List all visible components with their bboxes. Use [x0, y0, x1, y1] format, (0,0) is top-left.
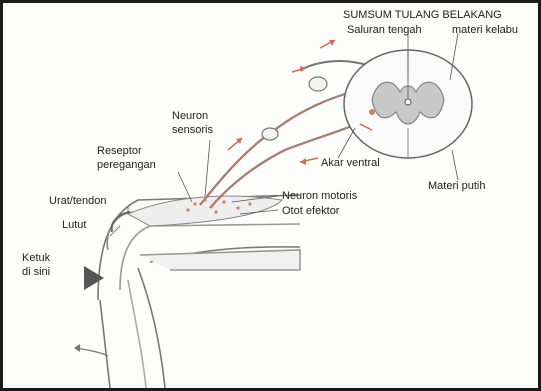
dorsal-root-ganglion	[309, 77, 327, 91]
cord-synapse-dot	[369, 109, 375, 115]
stretch-receptor-label-1: Reseptor	[97, 145, 142, 157]
nerve-ganglion	[262, 128, 278, 140]
motor-neuron-label: Neuron motoris	[282, 190, 357, 202]
effector-muscle-label: Otot efektor	[282, 205, 339, 217]
tap-here-label-2: di sini	[22, 266, 50, 278]
knee-label: Lutut	[62, 219, 86, 231]
ventral-root-label: Akar ventral	[321, 157, 380, 169]
tap-here-label-1: Ketuk	[22, 252, 50, 264]
tendon-shape	[112, 212, 130, 232]
sensory-neuron-label-1: Neuron	[172, 110, 208, 122]
spinal-cord-title: SUMSUM TULANG BELAKANG	[343, 9, 502, 21]
shin-front	[100, 300, 110, 388]
central-canal-shape	[405, 99, 411, 105]
white-matter-label: Materi putih	[428, 180, 485, 192]
sensory-neuron-label-2: sensoris	[172, 124, 213, 136]
kick-arrow-head	[74, 344, 80, 352]
leg	[98, 195, 300, 388]
chair-edge	[140, 250, 300, 270]
tap-pointer-icon	[84, 266, 104, 290]
sensory-nerve-inner	[200, 92, 352, 205]
grey-matter-label: materi kelabu	[452, 24, 518, 36]
shin-back	[138, 268, 165, 388]
shin-bone	[128, 280, 146, 388]
sensory-nerve	[200, 92, 352, 205]
central-canal-label: Saluran tengah	[347, 24, 422, 36]
tendon-label: Urat/tendon	[49, 195, 106, 207]
stretch-receptor-label-2: peregangan	[97, 159, 156, 171]
kick-arrow	[76, 348, 108, 356]
